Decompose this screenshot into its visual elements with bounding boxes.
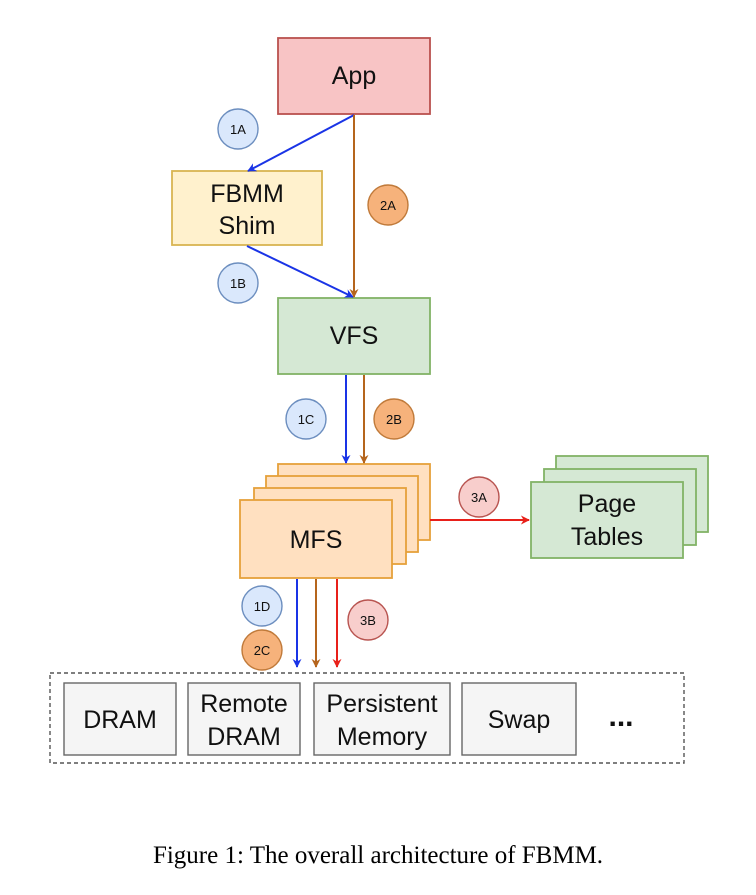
- badge-1d-label: 1D: [254, 599, 271, 614]
- memory-persistent-label-line2: Memory: [337, 723, 428, 751]
- badge-2b-label: 2B: [386, 412, 402, 427]
- memory-dram: DRAM: [63, 682, 177, 756]
- mfs-stack: MFS: [239, 463, 431, 579]
- memory-remote-label-line1: Remote: [200, 690, 288, 718]
- fbmm-shim-box: FBMM Shim: [171, 170, 323, 246]
- memory-tier-container: [49, 672, 685, 764]
- badge-2c: 2C: [241, 629, 283, 671]
- mfs-label: MFS: [290, 526, 343, 554]
- arrow-1a: [247, 114, 355, 172]
- page-tables-label-line1: Page: [578, 490, 636, 518]
- badge-1c-label: 1C: [298, 412, 315, 427]
- page-tables-label-line2: Tables: [571, 523, 643, 551]
- badge-1d: 1D: [241, 585, 283, 627]
- vfs-label: VFS: [330, 322, 379, 350]
- memory-persistent-label-line1: Persistent: [326, 690, 437, 718]
- badge-2a-label: 2A: [380, 198, 396, 213]
- memory-swap: Swap: [461, 682, 577, 756]
- vfs-box: VFS: [277, 297, 431, 375]
- mfs-box: [239, 499, 393, 579]
- memory-more-ellipsis: ...: [608, 700, 633, 733]
- badge-1b: 1B: [217, 262, 259, 304]
- badge-2c-label: 2C: [254, 643, 271, 658]
- badge-1a: 1A: [217, 108, 259, 150]
- badge-2b: 2B: [373, 398, 415, 440]
- page-tables-stack: Page Tables: [530, 455, 709, 559]
- badge-1c: 1C: [285, 398, 327, 440]
- badge-2a: 2A: [367, 184, 409, 226]
- memory-remote-label-line2: DRAM: [207, 723, 281, 751]
- badge-3b: 3B: [347, 599, 389, 641]
- arrow-1b: [246, 245, 354, 298]
- badge-1b-label: 1B: [230, 276, 246, 291]
- figure-caption: Figure 1: The overall architecture of FB…: [152, 842, 604, 869]
- fbmm-shim-label-line1: FBMM: [210, 180, 284, 208]
- page-tables-box: [530, 481, 684, 559]
- app-box: App: [277, 37, 431, 115]
- memory-swap-label: Swap: [488, 706, 551, 734]
- memory-dram-label: DRAM: [83, 706, 157, 734]
- badge-3b-label: 3B: [360, 613, 376, 628]
- app-label: App: [332, 62, 376, 90]
- badge-3a: 3A: [458, 476, 500, 518]
- badge-1a-label: 1A: [230, 122, 246, 137]
- badge-3a-label: 3A: [471, 490, 487, 505]
- fbmm-shim-label-line2: Shim: [219, 212, 276, 240]
- memory-remote-dram: Remote DRAM: [187, 682, 301, 756]
- memory-persistent: Persistent Memory: [313, 682, 451, 756]
